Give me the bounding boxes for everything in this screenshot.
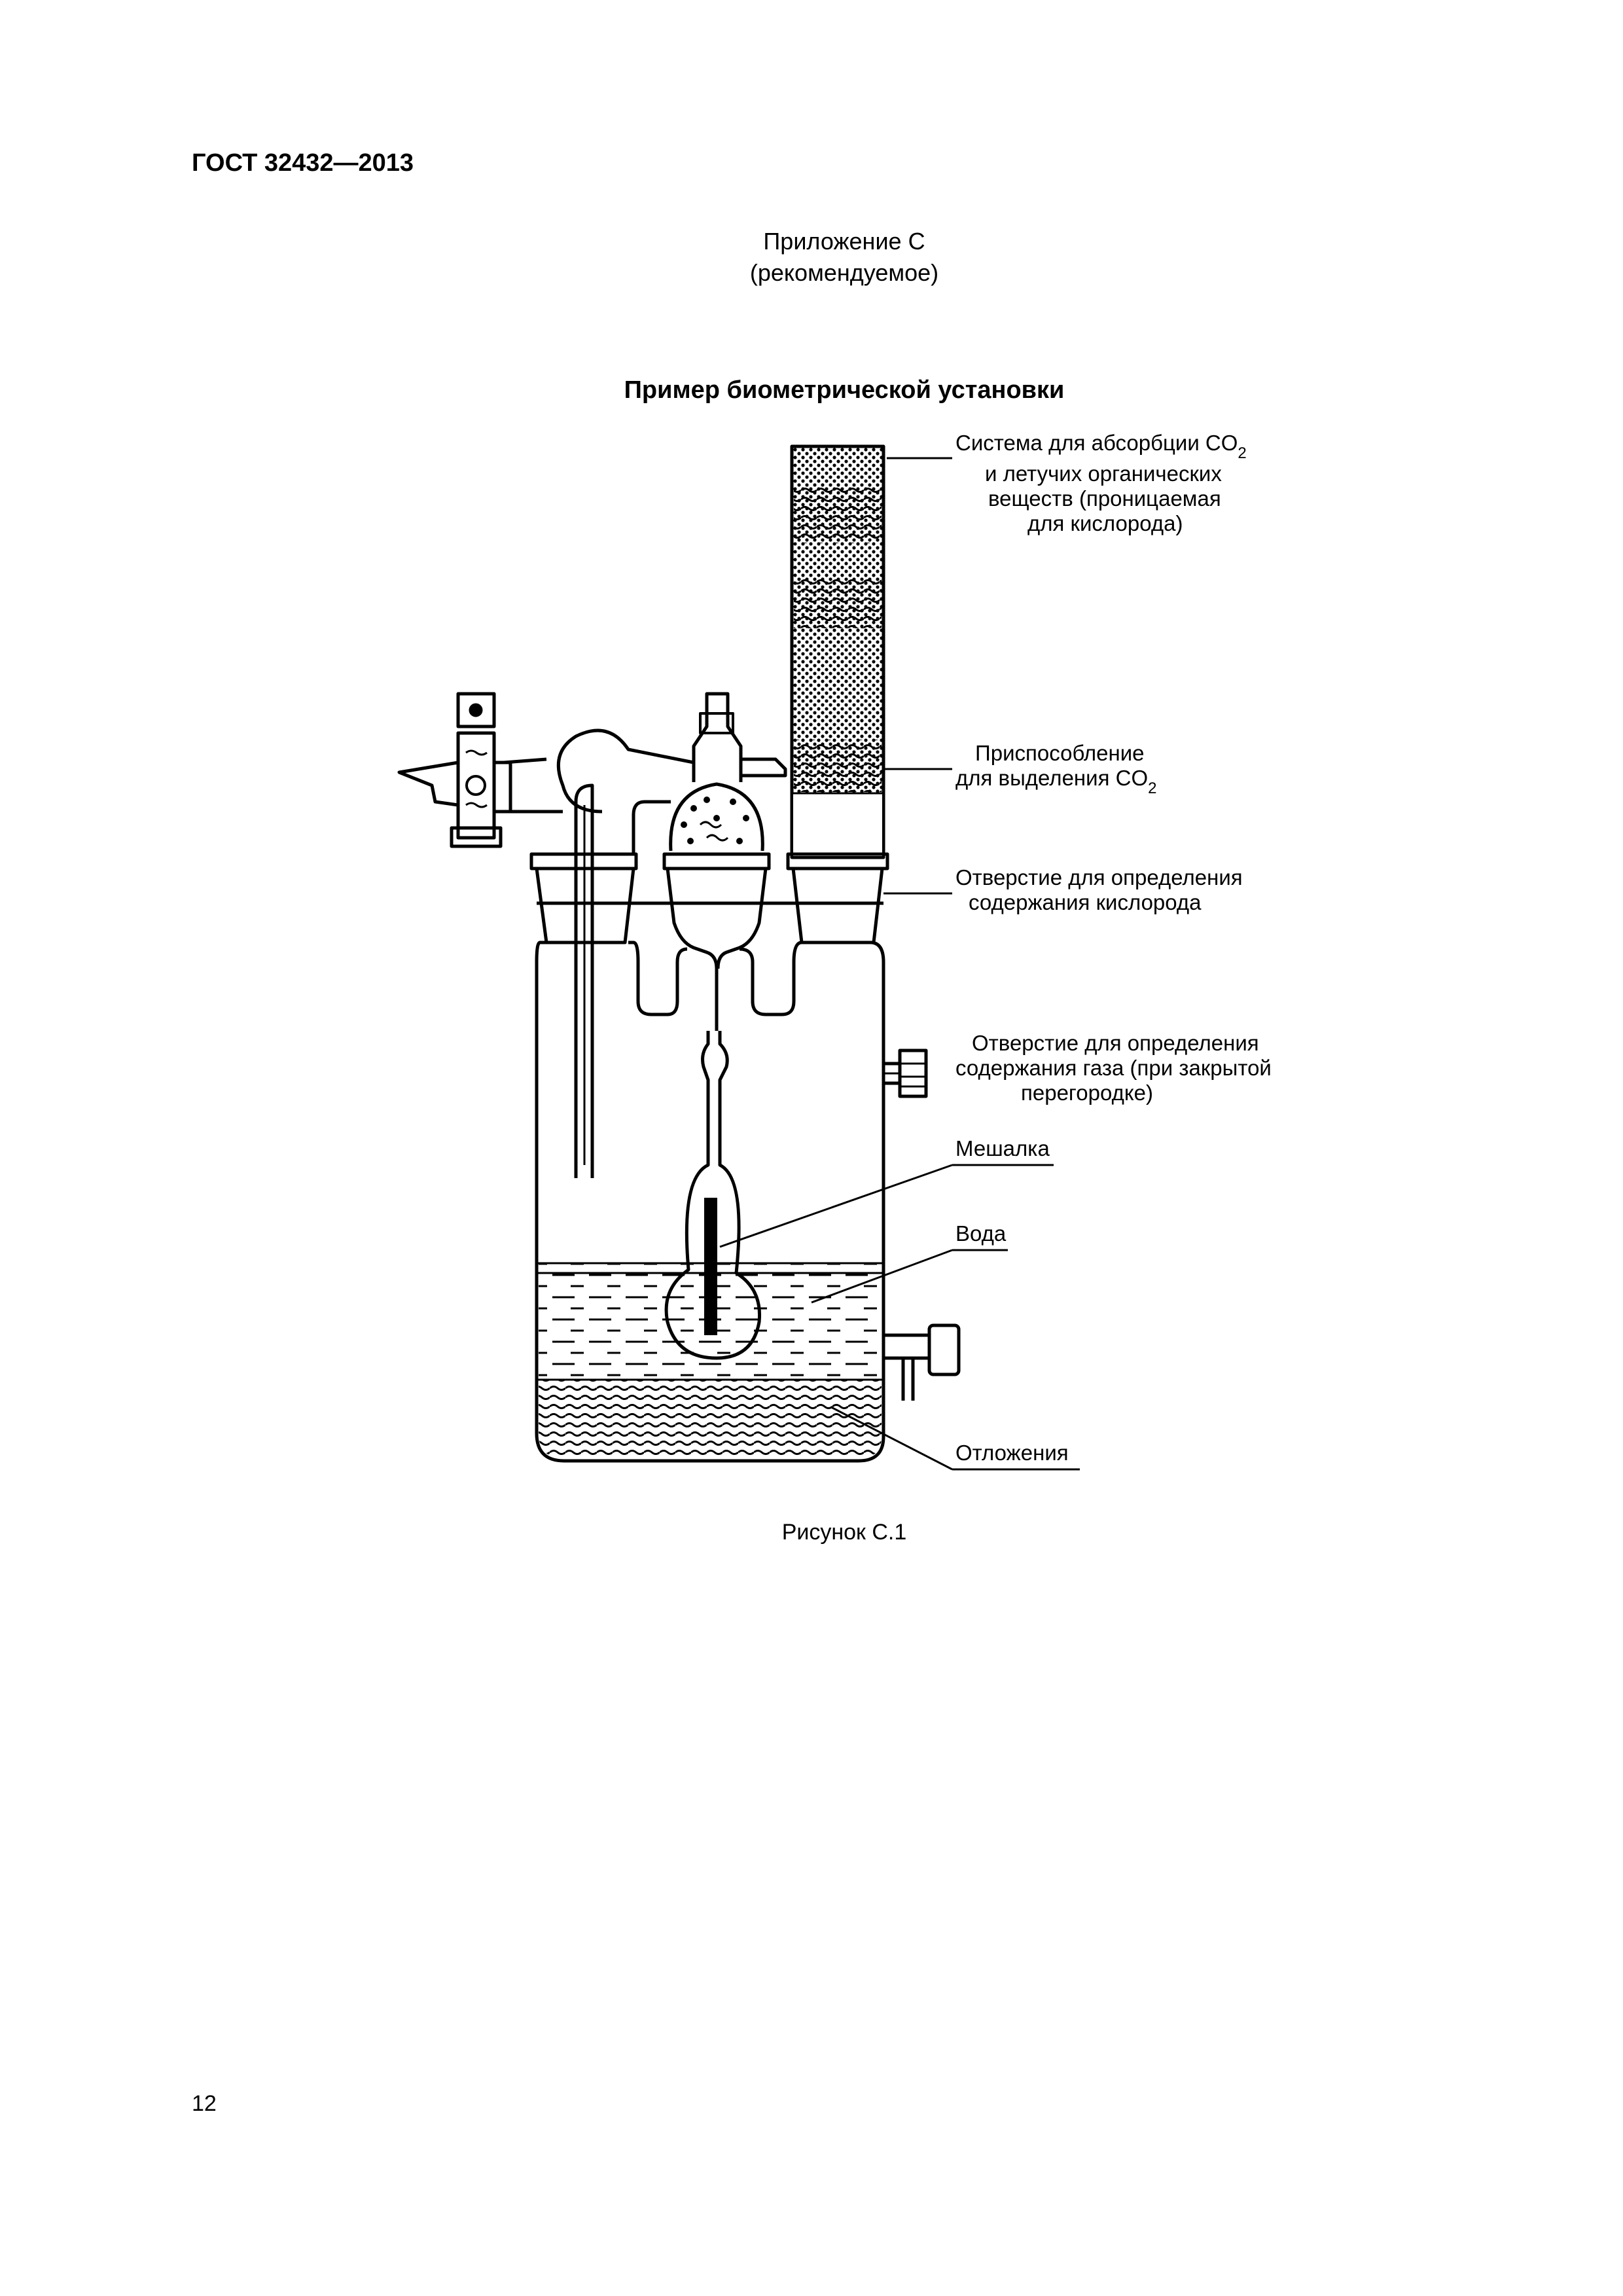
oxygen-port-label-line1: Отверстие для определения [955,865,1243,889]
absorption-wave-band-2 [794,576,882,628]
page-number: 12 [192,2091,217,2116]
co2-device-label-line2: для выделения CO2 [955,766,1156,797]
co2-device-label-line1: Приспособление [975,741,1145,765]
drain-valve [883,1333,931,1360]
document-header: ГОСТ 32432—2013 [192,149,414,177]
absorption-label-line2: и летучих органических [985,461,1222,486]
absorption-label-line4: для кислорода) [1027,511,1183,535]
right-stopper [791,868,884,944]
co2-release-layer [794,740,882,792]
center-stopper [666,868,719,1031]
left-stopcock [456,731,496,840]
gas-port-label-line2: содержания газа (при закрытой [955,1056,1272,1080]
left-stopper [535,868,635,944]
annex-heading: Приложение С (рекомендуемое) [0,226,1623,289]
absorption-label-line3: веществ (проницаемая [988,486,1221,511]
main-vessel [535,941,885,1463]
water-layer [539,1263,882,1378]
gas-port-label-line3: перегородке) [1021,1081,1153,1105]
gas-tube [574,783,594,1178]
stirrer-label: Мешалка [955,1136,1050,1160]
figure-caption: Рисунок С.1 [781,1520,907,1545]
sediment-label: Отложения [955,1441,1069,1465]
water-label: Вода [955,1221,1007,1246]
oxygen-port-label-line2: содержания кислорода [969,890,1202,914]
sediment-layer [539,1380,882,1458]
annex-title: Приложение С [763,228,925,255]
absorption-label-line1: Система для абсорбции CO2 [955,431,1247,462]
gas-port-label-line1: Отверстие для определения [972,1031,1259,1055]
figure-title: Пример биометрической установки [624,376,1065,404]
absorption-wave-band [794,484,882,543]
annex-status: (рекомендуемое) [749,259,939,286]
